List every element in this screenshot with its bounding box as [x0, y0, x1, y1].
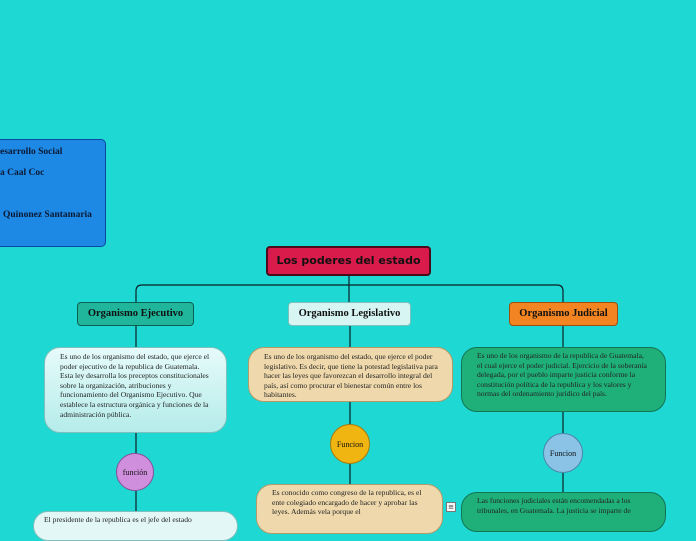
legislativo-description[interactable]: Es uno de los organismo del estado, que … — [248, 347, 453, 402]
info-line-3: Quinonez Santamaria — [3, 210, 92, 220]
legislativo-function-node[interactable]: Funcion — [330, 424, 370, 464]
topic-organismo-judicial[interactable]: Organismo Judicial — [509, 302, 618, 326]
topic-organismo-ejecutivo[interactable]: Organismo Ejecutivo — [77, 302, 194, 326]
ejecutivo-description[interactable]: Es uno de los organismo del estado, que … — [44, 347, 227, 433]
info-line-2: a Caal Coc — [0, 168, 45, 178]
root-topic[interactable]: Los poderes del estado — [266, 246, 431, 276]
info-line-1: esarrollo Social — [0, 147, 63, 157]
judicial-function-text[interactable]: Las funciones judiciales están encomenda… — [461, 492, 666, 532]
topic-organismo-legislativo[interactable]: Organismo Legislativo — [288, 302, 411, 326]
ejecutivo-function-node[interactable]: función — [116, 453, 154, 491]
notes-list-icon[interactable]: ≡ — [446, 502, 456, 512]
connector-lines — [135, 276, 564, 511]
info-box[interactable]: esarrollo Social a Caal Coc Quinonez San… — [0, 139, 106, 247]
judicial-description[interactable]: Es uno de los organismo de la republica … — [461, 347, 666, 412]
ejecutivo-function-text[interactable]: El presidente de la republica es el jefe… — [33, 511, 238, 541]
judicial-function-node[interactable]: Funcion — [543, 433, 583, 473]
legislativo-function-text[interactable]: Es conocido como congreso de la republic… — [256, 484, 443, 534]
